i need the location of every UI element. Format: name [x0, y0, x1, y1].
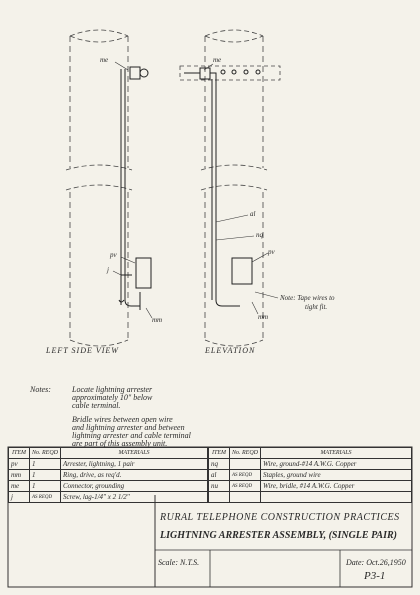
label-al-right: al [250, 210, 256, 218]
bom-cell: Wire, ground-#14 A.W.G. Copper [260, 458, 412, 470]
notes-p1-line: cable terminal. [72, 401, 121, 410]
bom-cell: Screw, lag-1/4" x 2 1/2" [60, 491, 208, 503]
bom-cell: AS REQD [229, 469, 261, 481]
title-scale: Scale: N.T.S. [158, 558, 200, 567]
bom-cell: AS REQD [29, 491, 61, 503]
table-row: nq Wire, ground-#14 A.W.G. Copper [208, 458, 412, 470]
bom-header-materials: MATERIALS [260, 447, 412, 459]
right-ground-wire [184, 67, 261, 307]
bom-cell: nq [208, 458, 230, 470]
bom-header-item: ITEM [208, 447, 230, 459]
bom-table-right: ITEM No. REQD MATERIALS nq Wire, ground-#… [208, 447, 412, 503]
view-title-elevation: ELEVATION [205, 346, 256, 355]
bom-cell: nu [208, 480, 230, 492]
view-title-left: LEFT SIDE VIEW [46, 346, 119, 355]
bom-cell: 1 [29, 458, 61, 470]
bom-cell: Connector, grounding [60, 480, 208, 492]
bom-cell: Wire, bridle, #14 A.W.G. Copper [260, 480, 412, 492]
right-lower-pole [200, 184, 268, 347]
label-mm-right: mm [258, 313, 269, 321]
label-note2-right: tight fit. [305, 303, 328, 311]
title-line1: RURAL TELEPHONE CONSTRUCTION PRACTICES [160, 512, 400, 523]
table-row [208, 491, 412, 503]
bom-cell: 1 [29, 469, 61, 481]
bom-cell: Ring, drive, as req'd. [60, 469, 208, 481]
bom-header-qty: No. REQD [29, 447, 61, 459]
bom-cell: AS REQD [229, 480, 261, 492]
label-mm-left: mm [152, 316, 163, 324]
bom-cell: me [8, 480, 30, 492]
right-upper-pole [179, 29, 281, 171]
label-pv-right: pv [268, 248, 275, 256]
drawing-number: P3-1 [364, 570, 386, 582]
title-date: Date: Oct.26,1950 [346, 558, 406, 567]
bom-cell: pv [8, 458, 30, 470]
title-line2: LIGHTNING ARRESTER ASSEMBLY, (SINGLE PAI… [160, 530, 397, 541]
bom-cell: Staples, ground wire [260, 469, 412, 481]
notes-p1-line: approximately 10" below [72, 393, 153, 402]
label-note-right: Note: Tape wires to [280, 294, 335, 302]
bom-cell: Arrester, lightning, 1 pair [60, 458, 208, 470]
notes-p1: Locate lightning arrester approximately … [72, 386, 272, 410]
notes-p2-line: lightning arrester and cable terminal [72, 431, 191, 440]
label-me-right: me [213, 56, 222, 64]
label-nq-right: nq [256, 231, 263, 239]
notes-p2-line: and lightning arrester and between [72, 423, 185, 432]
bom-cell: mm [8, 469, 30, 481]
bom-cell [208, 491, 230, 503]
bom-cell [260, 491, 412, 503]
notes-p2: Bridle wires between open wire and light… [72, 416, 272, 448]
label-pv-left: pv [110, 251, 117, 259]
bom-cell: al [208, 469, 230, 481]
bom-cell: 1 [29, 480, 61, 492]
label-me-left: me [100, 56, 109, 64]
notes-p1-line: Locate lightning arrester [72, 385, 153, 394]
notes-p2-line: are part of this assembly unit. [72, 439, 168, 448]
label-j-left: j [107, 266, 109, 274]
bom-header-qty: No. REQD [229, 447, 261, 459]
bom-header-materials: MATERIALS [60, 447, 208, 459]
left-ground-wire [118, 66, 152, 310]
left-upper-pole [65, 29, 133, 171]
bom-cell [229, 491, 261, 503]
bom-cell [229, 458, 261, 470]
left-lower-pole [65, 184, 133, 347]
notes-p2-line: Bridle wires between open wire [72, 415, 173, 424]
bom-header-item: ITEM [8, 447, 30, 459]
bom-cell: j [8, 491, 30, 503]
notes-heading: Notes: [30, 385, 51, 394]
